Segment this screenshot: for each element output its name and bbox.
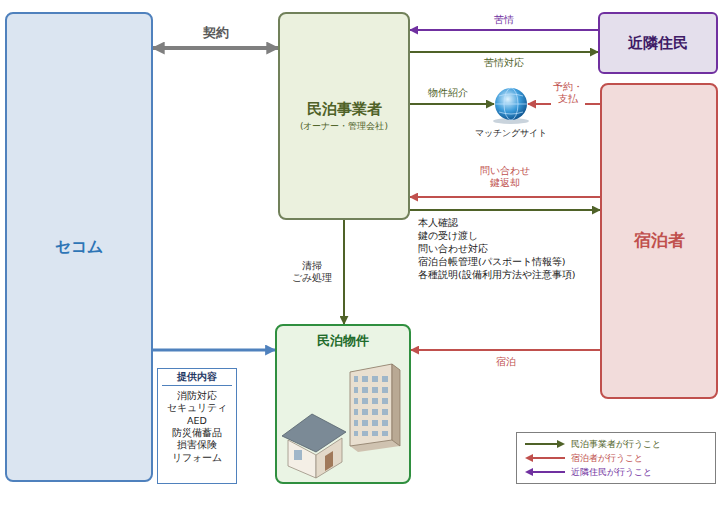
edge-label: 清掃 ごみ処理 [290,260,334,284]
flow-arrow [410,103,494,105]
node-text: 消防対応 [177,390,217,402]
node-text: リフォーム [172,452,222,464]
legend-text: 宿泊者が行うこと [571,452,643,465]
edge-label: 苦情対応 [482,57,526,69]
edge-label: 予約・支払 [551,81,585,105]
globe-icon [493,88,529,124]
legend-arrowhead [525,468,533,476]
node-title: 民泊事業者 [307,100,382,119]
task-label: 鍵の受け渡し [418,229,575,242]
operator-box: 民泊事業者 (オーナー・管理会社) [278,12,410,220]
flow-arrow [410,209,600,211]
matching-site-node: マッチングサイト [468,86,554,140]
task-label: 本人確認 [418,216,575,229]
edge-label: 問い合わせ 鍵返却 [478,165,532,189]
legend-sample [523,439,567,449]
task-label: 各種説明(設備利用方法や注意事項) [418,268,575,281]
node-title: セコム [55,237,103,257]
apartment-edge [392,364,400,446]
legend-line [525,443,559,445]
property-ground [275,324,411,484]
property-box: 民泊物件 [275,324,411,484]
legend-text: 近隣住民が行うこと [571,466,652,479]
node-text: 損害保険 [177,439,217,451]
house-wall [288,440,316,478]
legend-arrowhead [557,440,565,448]
apartment-building [350,364,400,452]
flow-arrow [410,51,598,53]
node-title: 民泊物件 [317,333,369,349]
house-door [325,451,333,471]
edge-label: 苦情 [492,14,516,26]
legend-sample [523,467,567,477]
legend-text: 民泊事業者が行うこと [571,438,661,451]
task-list: 本人確認鍵の受け渡し問い合わせ対応宿泊台帳管理(パスポート情報等)各種説明(設備… [418,216,575,281]
flow-arrow [411,349,600,351]
legend-arrowhead [525,454,533,462]
legend-line [529,471,565,473]
house-window [294,450,302,460]
flow-arrow [153,46,278,50]
node-text: 防災備蓄品 [172,427,222,439]
task-label: 宿泊台帳管理(パスポート情報等) [418,255,575,268]
node-text: AED [187,415,207,427]
apartment-side [350,364,400,452]
flow-arrow [153,349,275,352]
node-title: マッチングサイト [475,128,547,139]
node-title: 提供内容 [162,369,232,386]
globe-equator [495,104,527,105]
provider-box: セコム [5,12,153,482]
service-list-box: 提供内容消防対応セキュリティAED防災備蓄品損害保険リフォーム [157,368,237,484]
legend-row: 宿泊者が行うこと [523,451,709,465]
guest-box: 宿泊者 [600,83,718,399]
task-label: 問い合わせ対応 [418,242,575,255]
flow-arrow [410,196,600,198]
edge-label: 物件紹介 [426,87,470,99]
edge-label: 宿泊 [494,356,518,368]
flow-arrow [410,29,598,31]
legend-row: 近隣住民が行うこと [523,465,709,479]
node-title: 近隣住民 [628,34,688,53]
node-title: 宿泊者 [634,230,685,251]
flow-arrow [343,220,345,324]
legend-row: 民泊事業者が行うこと [523,437,709,451]
node-text: セキュリティ [167,402,227,414]
house [282,414,346,478]
node-text: (オーナー・管理会社) [300,121,388,132]
globe-parallels [499,94,523,114]
legend-box: 民泊事業者が行うこと宿泊者が行うこと近隣住民が行うこと [516,432,716,484]
apartment-windows [354,374,388,436]
house-side [316,438,342,478]
apartment-front [350,364,392,446]
neighbors-box: 近隣住民 [598,12,718,74]
edge-label: 契約 [201,25,231,41]
globe [495,88,527,120]
legend-sample [523,453,567,463]
legend-line [529,457,565,459]
